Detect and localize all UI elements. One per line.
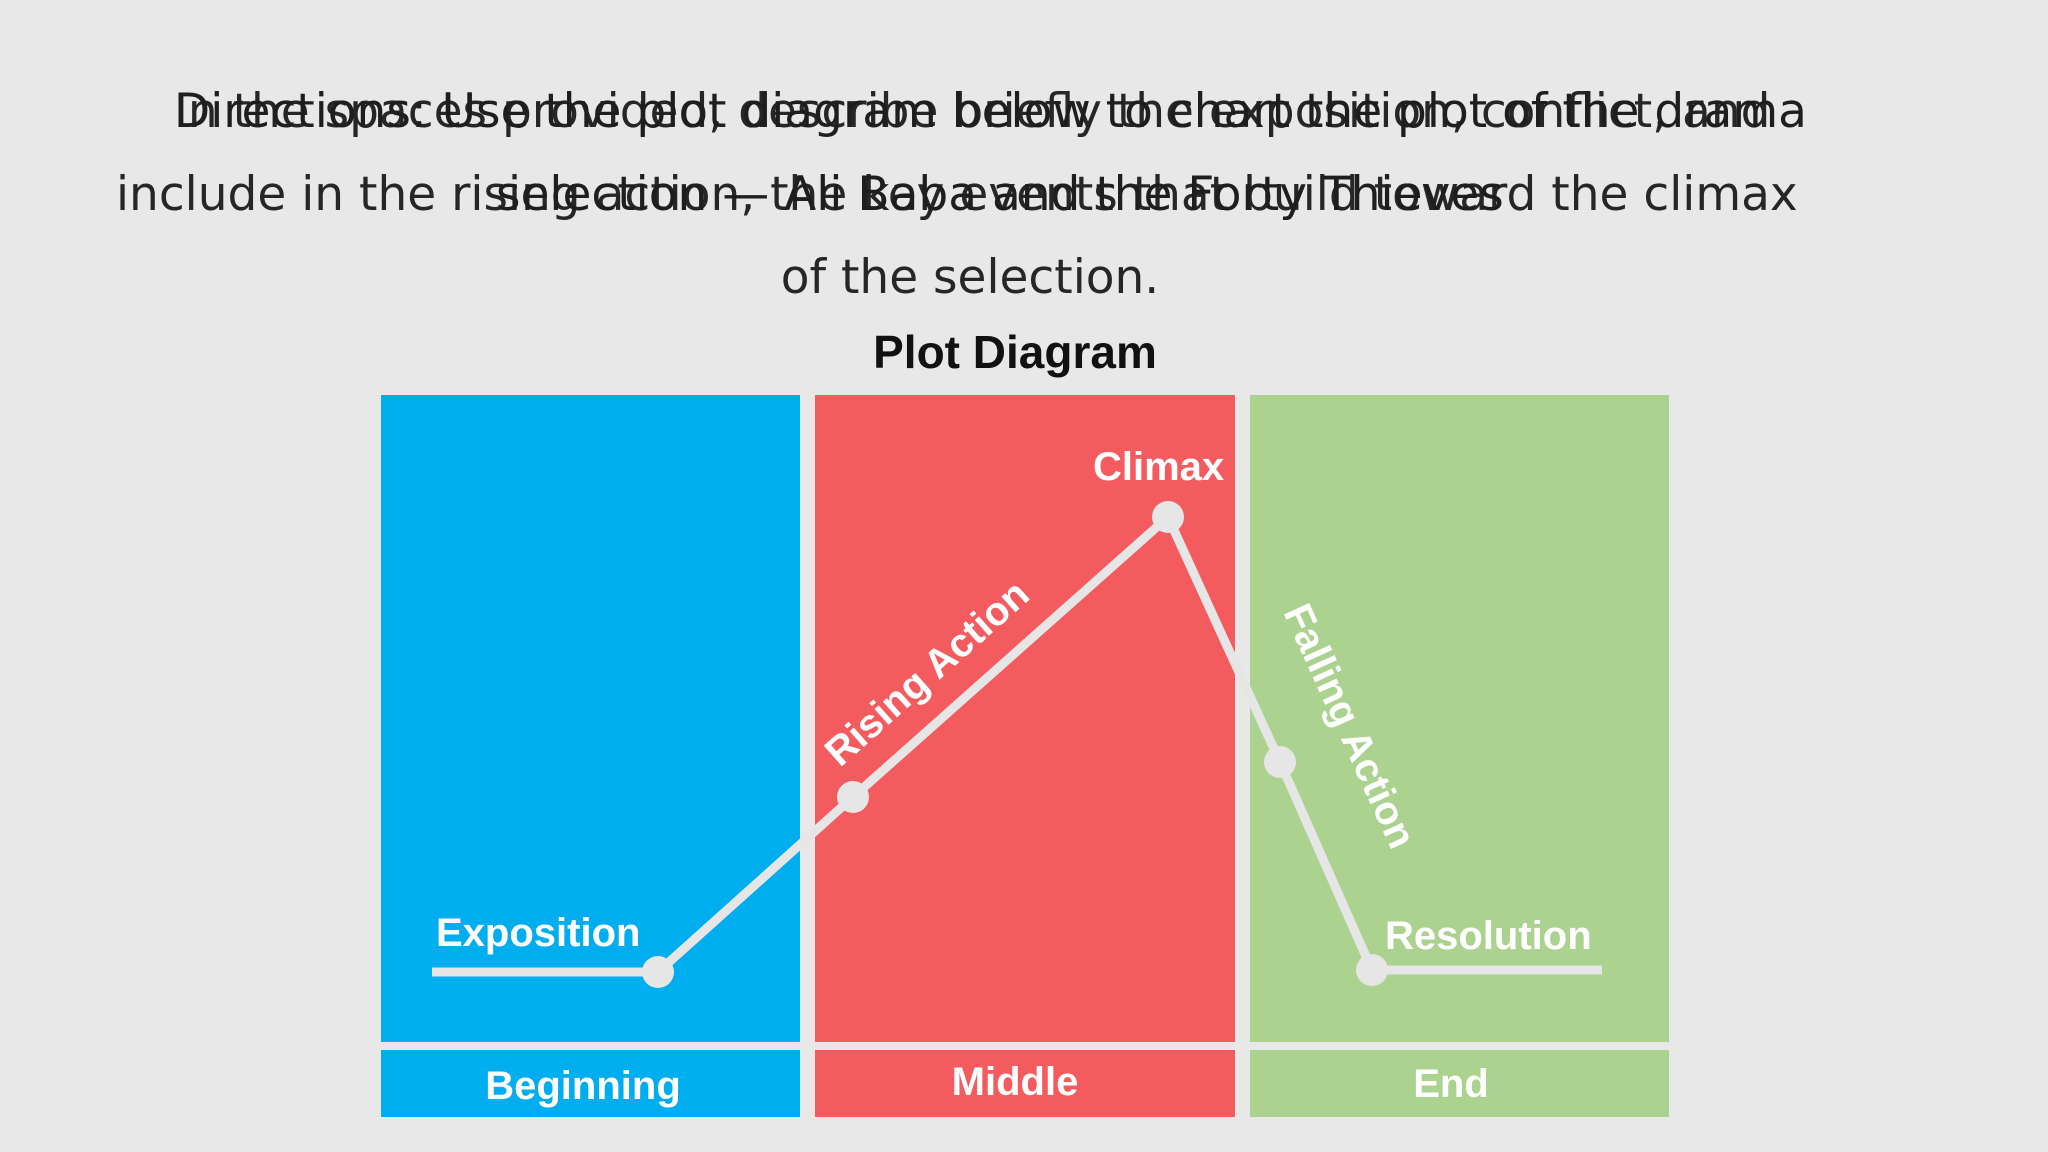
resolution-point — [1356, 954, 1388, 986]
panel-end — [1250, 395, 1669, 1042]
directions-line-2: selection — Ali Baba and the Forty Thiev… — [496, 167, 1504, 222]
rising-action-point — [837, 781, 869, 813]
section-label-beginning: Beginning — [485, 1064, 681, 1108]
exposition-point — [642, 956, 674, 988]
label-resolution: Resolution — [1385, 914, 1592, 958]
falling-action-point — [1264, 746, 1296, 778]
instructions-line-1: In the spaces provided, describe briefly… — [174, 84, 1771, 139]
bar-middle — [815, 1050, 1235, 1117]
diagram-title: Plot Diagram — [873, 326, 1157, 378]
climax-point — [1152, 501, 1184, 533]
label-exposition: Exposition — [436, 911, 640, 955]
directions-line-1: Directions: Use the plot diagram below t… — [174, 84, 1807, 139]
panel-beginning — [381, 395, 800, 1042]
bar-beginning — [381, 1050, 800, 1117]
instructions-line-3: of the selection. — [780, 250, 1160, 305]
section-label-middle: Middle — [952, 1060, 1079, 1104]
label-climax: Climax — [1093, 445, 1224, 489]
bar-end — [1250, 1050, 1669, 1117]
instructions-line-2: include in the rising action, the key ev… — [116, 167, 1798, 222]
section-label-end: End — [1413, 1062, 1489, 1106]
